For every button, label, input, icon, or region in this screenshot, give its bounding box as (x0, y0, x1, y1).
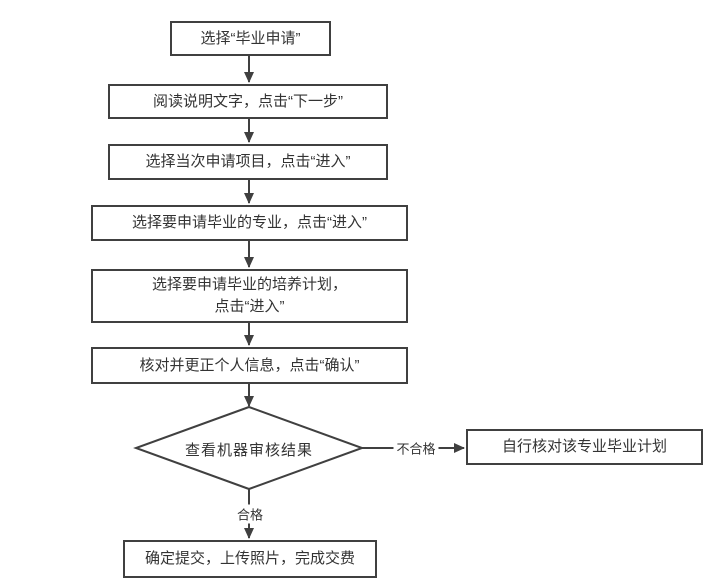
edge-label-fail: 不合格 (393, 438, 439, 458)
node-verify-personal-info: 核对并更正个人信息，点击“确认” (91, 347, 408, 384)
node-select-application-item: 选择当次申请项目，点击“进入” (108, 144, 388, 180)
node-select-training-plan: 选择要申请毕业的培养计划， 点击“进入” (91, 269, 408, 323)
node-select-major: 选择要申请毕业的专业，点击“进入” (91, 205, 408, 241)
decision-diamond (133, 405, 365, 491)
node-read-instructions: 阅读说明文字，点击“下一步” (108, 84, 388, 119)
node-check-machine-audit-result: 查看机器审核结果 (184, 441, 313, 459)
node-self-check-graduation-plan: 自行核对该专业毕业计划 (466, 429, 703, 465)
node-submit-upload-pay: 确定提交，上传照片，完成交费 (123, 540, 377, 578)
edge-label-pass: 合格 (233, 504, 267, 524)
node-start: 选择“毕业申请” (170, 21, 331, 56)
